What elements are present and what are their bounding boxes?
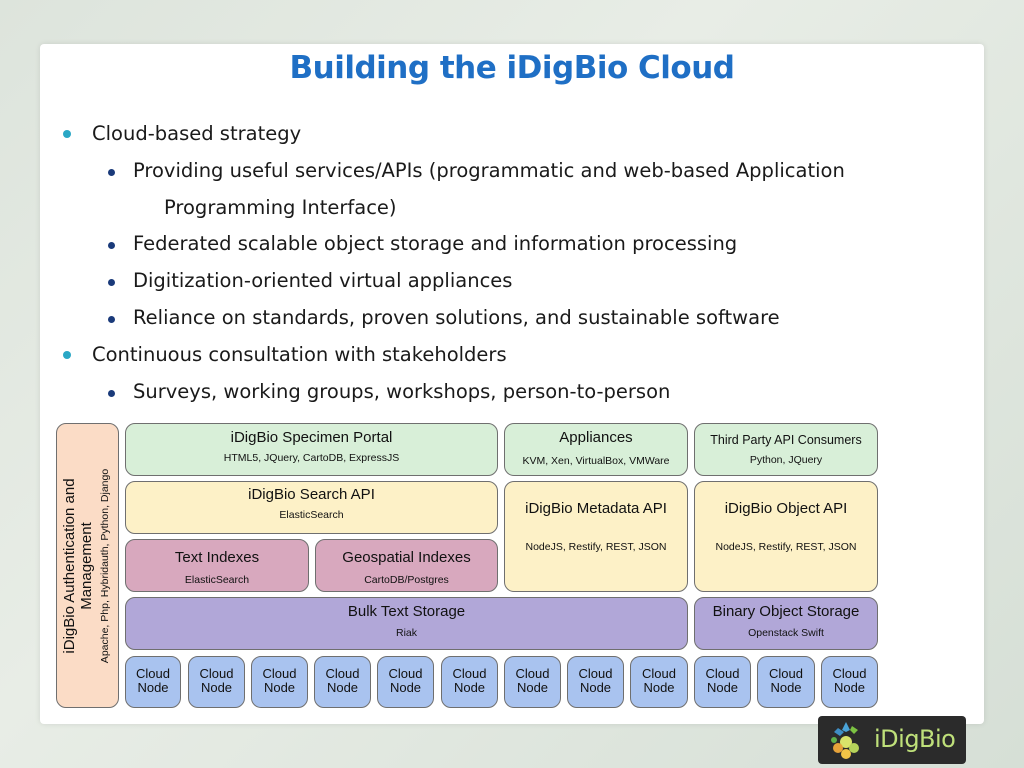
bullet-item: Cloud-based strategy [92, 122, 302, 145]
bullet-dot [108, 169, 115, 176]
bullet-item-continuation: Programming Interface) [164, 196, 397, 219]
node-label-line2: Node [200, 680, 233, 695]
box-subtitle: ElasticSearch [279, 509, 344, 521]
auth-title-line2: Management [78, 522, 95, 610]
box-title: iDigBio Object API [724, 500, 848, 517]
third-party-api-box: Third Party API Consumers Python, JQuery [694, 423, 878, 476]
box-title: Third Party API Consumers [710, 433, 862, 447]
auth-subtitle: Apache, Php, Hybridauth, Python, Django [99, 468, 111, 664]
node-label-line2: Node [263, 680, 296, 695]
box-subtitle: Openstack Swift [748, 627, 824, 639]
bullet-dot [63, 130, 71, 138]
box-title: iDigBio Search API [248, 486, 375, 503]
node-label-line1: Cloud [832, 666, 867, 681]
box-title: Text Indexes [174, 549, 260, 566]
node-label-line1: Cloud [769, 666, 803, 681]
box-title: Appliances [559, 429, 633, 446]
bullet-item: Digitization-oriented virtual appliances [133, 269, 513, 292]
box-subtitle: ElasticSearch [184, 574, 250, 586]
box-subtitle: Python, JQuery [749, 454, 823, 466]
bullet-item: Reliance on standards, proven solutions,… [133, 306, 780, 329]
auth-title-line1: iDigBio Authentication and [61, 478, 78, 654]
box-subtitle: KVM, Xen, VirtualBox, VMWare [522, 455, 670, 467]
box-title: Geospatial Indexes [342, 549, 471, 566]
box-title: Bulk Text Storage [347, 603, 466, 620]
box-subtitle: HTML5, JQuery, CartoDB, ExpressJS [223, 452, 400, 464]
node-label-line1: Cloud [136, 666, 170, 681]
bullet-item: Providing useful services/APIs (programm… [133, 159, 845, 182]
node-label-line1: Cloud [578, 666, 613, 681]
box-subtitle: NodeJS, Restify, REST, JSON [715, 541, 857, 553]
node-label-line1: Cloud [642, 666, 676, 681]
node-label-line1: Cloud [452, 666, 487, 681]
bullet-dot [108, 279, 115, 286]
box-subtitle: NodeJS, Restify, REST, JSON [525, 541, 667, 553]
node-label-line2: Node [643, 680, 675, 695]
logo-text: iDigBio [874, 725, 956, 753]
leaf-cluster-icon [831, 722, 859, 759]
bullet-dot [108, 316, 115, 323]
box-subtitle: Riak [395, 627, 417, 639]
node-label-line1: Cloud [325, 666, 360, 681]
text-indexes-box: Text Indexes ElasticSearch [125, 539, 309, 592]
idigbio-logo: iDigBio [818, 716, 966, 764]
bullet-dot [63, 351, 71, 359]
box-title: iDigBio Metadata API [525, 500, 667, 517]
node-label-line2: Node [579, 680, 612, 695]
node-label-line2: Node [137, 680, 169, 695]
object-api-box: iDigBio Object API NodeJS, Restify, REST… [694, 481, 878, 592]
geospatial-indexes-box: Geospatial Indexes CartoDB/Postgres [315, 539, 498, 592]
bullet-dot [108, 390, 115, 397]
bulk-text-storage-box: Bulk Text Storage Riak [125, 597, 688, 650]
node-label-line1: Cloud [388, 666, 423, 681]
node-label-line1: Cloud [199, 666, 234, 681]
auth-box: iDigBio Authentication and Management Ap… [56, 423, 119, 708]
appliances-box: Appliances KVM, Xen, VirtualBox, VMWare [504, 423, 688, 476]
node-label-line2: Node [453, 680, 486, 695]
binary-object-storage-box: Binary Object Storage Openstack Swift [694, 597, 878, 650]
node-label-line1: Cloud [262, 666, 297, 681]
node-label-line2: Node [389, 680, 422, 695]
node-label-line1: Cloud [705, 666, 740, 681]
node-label-line2: Node [770, 680, 802, 695]
box-title: Binary Object Storage [712, 603, 860, 620]
node-label-line1: Cloud [515, 666, 550, 681]
node-label-line2: Node [326, 680, 359, 695]
metadata-api-box: iDigBio Metadata API NodeJS, Restify, RE… [504, 481, 688, 592]
node-label-line2: Node [706, 680, 739, 695]
bullet-dot [108, 242, 115, 249]
page-title: Building the iDigBio Cloud [289, 50, 735, 86]
specimen-portal-box: iDigBio Specimen Portal HTML5, JQuery, C… [125, 423, 498, 476]
box-title: iDigBio Specimen Portal [230, 429, 393, 446]
box-subtitle: CartoDB/Postgres [364, 574, 449, 586]
bullet-item: Federated scalable object storage and in… [133, 232, 738, 255]
node-label-line2: Node [516, 680, 549, 695]
node-label-line2: Node [833, 680, 866, 695]
bullet-item: Surveys, working groups, workshops, pers… [133, 380, 671, 403]
search-api-box: iDigBio Search API ElasticSearch [125, 481, 498, 534]
bullet-item: Continuous consultation with stakeholder… [92, 343, 507, 366]
